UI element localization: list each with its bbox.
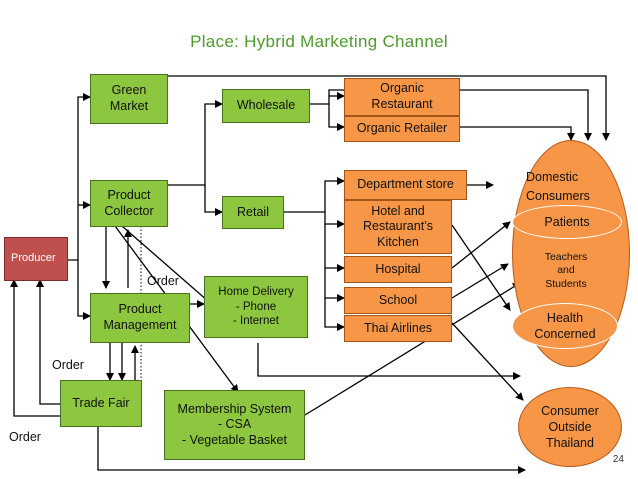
patients-label: Patients — [544, 214, 590, 229]
wholesale-box: Wholesale — [222, 89, 310, 123]
edge-thai-outside — [451, 322, 524, 401]
edge-order-outer-producer — [10, 279, 60, 417]
consumer-outside-ellipse — [518, 387, 622, 467]
patients-ellipse: Patients — [512, 205, 622, 239]
wholesale-label: Wholesale — [236, 98, 296, 113]
page-title: Place: Hybrid Marketing Channel — [190, 32, 448, 51]
product-management-box: Product Management — [90, 293, 190, 343]
organic-retailer-box: Organic Retailer — [344, 116, 460, 142]
product-collector-label: Product Collector — [104, 187, 154, 218]
health-concerned-label: Health Concerned — [534, 310, 596, 341]
edge-collector-retail — [204, 185, 223, 216]
hotel-restaurant-label: Hotel and Restaurant’s Kitchen — [363, 203, 433, 249]
edge-producer-green-market — [68, 93, 91, 261]
order-label: Order — [9, 430, 41, 444]
edge-tradefair-outside — [97, 427, 526, 474]
producer-box: Producer — [4, 237, 68, 281]
order-label: Order — [52, 358, 84, 372]
organic-retailer-label: Organic Retailer — [356, 121, 448, 136]
edge-retail-thai — [324, 298, 345, 331]
school-label: School — [378, 292, 418, 307]
edge-order-tradefair-producer — [36, 279, 60, 405]
membership-system-box: Membership System - CSA - Vegetable Bask… — [164, 390, 305, 460]
edge-membership-teachers — [304, 282, 521, 416]
consumer-outside-label: Consumer Outside Thailand — [541, 403, 599, 451]
edge-wholesale-organic-retailer — [328, 104, 345, 131]
producer-label: Producer — [11, 252, 56, 265]
teachers-students-ellipse: Teachers and Students — [516, 248, 616, 294]
department-store-box: Department store — [344, 170, 467, 200]
edge-retail-school — [324, 268, 345, 302]
edge-retail-hotel — [324, 212, 345, 228]
edge-hospital-patients — [451, 221, 511, 269]
school-box: School — [344, 287, 452, 314]
teachers-students-label: Teachers and Students — [544, 250, 588, 290]
trade-fair-box: Trade Fair — [60, 380, 142, 427]
hospital-box: Hospital — [344, 256, 452, 283]
thai-airlines-label: Thai Airlines — [363, 320, 433, 335]
page-number: 24 — [612, 454, 624, 465]
edge-collector-wholesale — [168, 100, 223, 186]
edge-producer-management — [77, 260, 91, 320]
order-label: Order — [147, 274, 179, 288]
consumer-outside-label-wrap: Consumer Outside Thailand — [518, 387, 622, 467]
thai-airlines-box: Thai Airlines — [344, 315, 452, 342]
organic-restaurant-box: Organic Restaurant — [344, 78, 460, 116]
home-delivery-box: Home Delivery - Phone - Internet — [204, 276, 308, 338]
organic-restaurant-label: Organic Restaurant — [371, 81, 433, 111]
edge-school-teachers — [451, 263, 509, 299]
department-store-label: Department store — [357, 177, 454, 192]
domestic-consumers-label: Domestic Consumers — [526, 170, 590, 203]
edge-retail-department — [284, 177, 345, 213]
membership-system-label: Membership System - CSA - Vegetable Bask… — [177, 401, 292, 447]
home-delivery-label: Home Delivery - Phone - Internet — [218, 286, 294, 328]
health-concerned-ellipse: Health Concerned — [512, 303, 618, 349]
hotel-restaurant-box: Hotel and Restaurant’s Kitchen — [344, 200, 452, 254]
trade-fair-label: Trade Fair — [72, 395, 130, 410]
product-collector-box: Product Collector — [90, 180, 168, 227]
edge-wholesale-consumers — [310, 89, 592, 141]
edge-retail-hospital — [324, 224, 345, 272]
retail-box: Retail — [222, 196, 284, 229]
product-management-label: Product Management — [103, 302, 177, 332]
green-market-label: Green Market — [109, 83, 149, 113]
edge-management-consumers — [257, 343, 521, 380]
hospital-label: Hospital — [375, 261, 421, 276]
retail-label: Retail — [237, 204, 269, 219]
edge-organic-retailer-consumers — [460, 126, 575, 141]
green-market-box: Green Market — [90, 74, 168, 124]
edge-greenmarket-consumers — [168, 75, 610, 141]
